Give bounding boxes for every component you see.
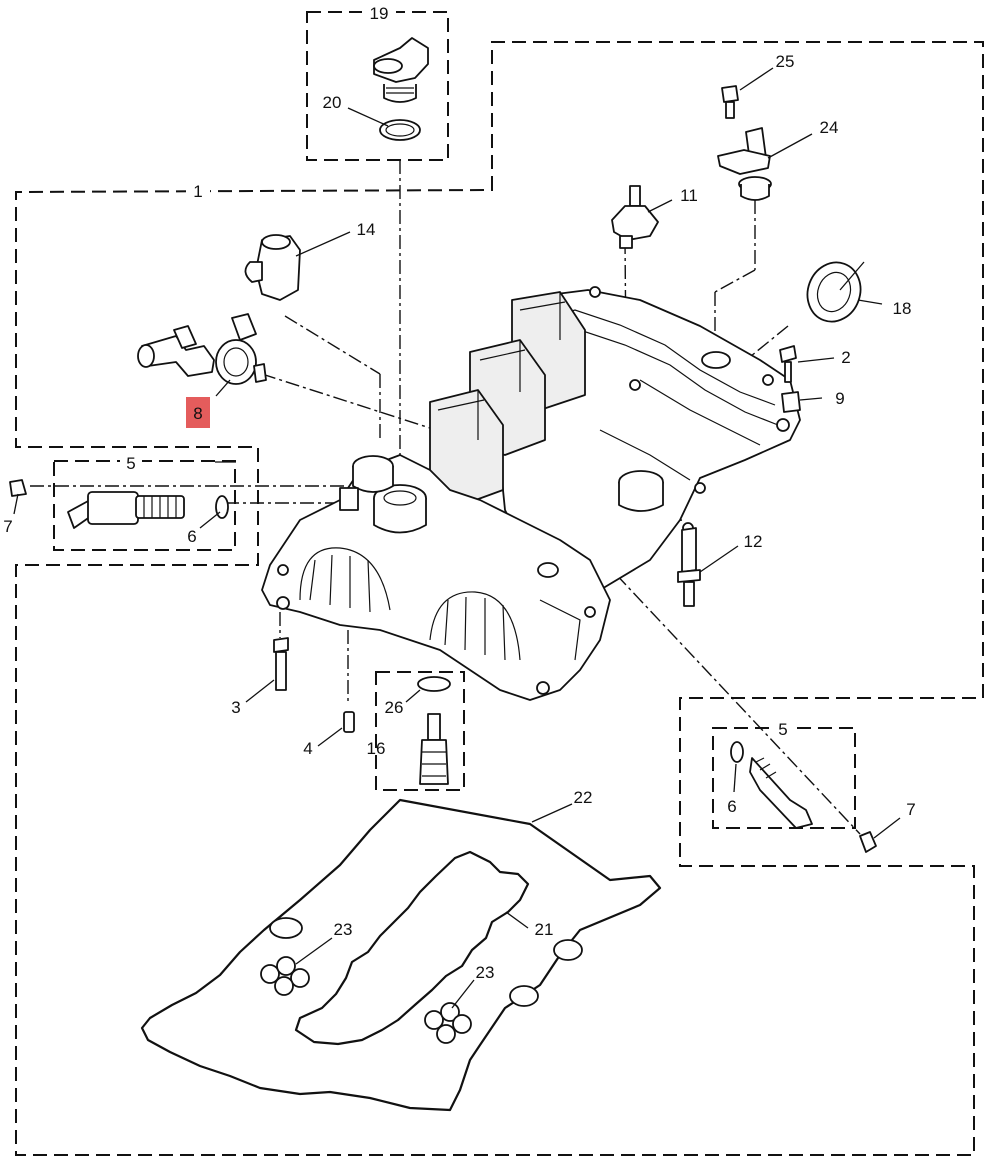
callout-12: 12	[744, 532, 763, 551]
callout-22: 22	[574, 788, 593, 807]
callout-2: 2	[841, 348, 850, 367]
callout-9: 9	[835, 389, 844, 408]
callout-1: 1	[193, 182, 202, 201]
callout-6-right: 6	[727, 797, 736, 816]
callout-11: 11	[680, 186, 698, 205]
breather-valve	[137, 313, 267, 385]
camshaft-sensor	[717, 85, 772, 201]
callout-19: 19	[370, 4, 389, 23]
callout-5-left: 5	[126, 454, 135, 473]
callout-8: 8	[193, 404, 202, 423]
callout-24: 24	[820, 118, 839, 137]
pcv-valve	[244, 234, 301, 301]
callout-3: 3	[231, 698, 240, 717]
callout-6-left: 6	[187, 527, 196, 546]
callout-20: 20	[323, 93, 342, 112]
fasteners-right	[677, 345, 801, 607]
callout-4: 4	[303, 739, 312, 758]
callout-21: 21	[535, 920, 554, 939]
gasket-inner-21	[294, 850, 530, 1046]
solenoid-left	[9, 479, 229, 529]
callout-14: 14	[357, 220, 376, 239]
highlight-box-8	[186, 397, 210, 428]
callout-25: 25	[776, 52, 795, 71]
camshaft-cover	[261, 286, 801, 701]
seal-18	[806, 261, 862, 323]
callout-26: 26	[385, 698, 404, 717]
gasket-outer-22	[140, 798, 662, 1112]
sensor-11	[611, 185, 659, 249]
gaskets	[140, 798, 662, 1112]
plug-16	[417, 676, 451, 785]
solenoid-right	[730, 741, 877, 853]
callout-5-right: 5	[778, 720, 787, 739]
callout-23-right: 23	[476, 963, 495, 982]
callouts: 19 20 1 14 8 11 25 24 18 2 9 5 7 6 12 3 …	[3, 2, 916, 982]
callout-23-left: 23	[334, 920, 353, 939]
callout-18: 18	[893, 299, 912, 318]
group-box-5-right	[712, 727, 856, 829]
fasteners-left	[273, 637, 355, 733]
leader-lines	[13, 67, 901, 1009]
group-boxes	[15, 11, 984, 1156]
group-box-19	[306, 11, 449, 161]
callout-7-left: 7	[3, 517, 12, 536]
seal-sets-23	[260, 956, 472, 1044]
oil-filler-cap	[373, 37, 429, 141]
callout-7-right: 7	[906, 800, 915, 819]
group-box-main	[15, 41, 984, 1156]
callout-16: 16	[367, 739, 386, 758]
